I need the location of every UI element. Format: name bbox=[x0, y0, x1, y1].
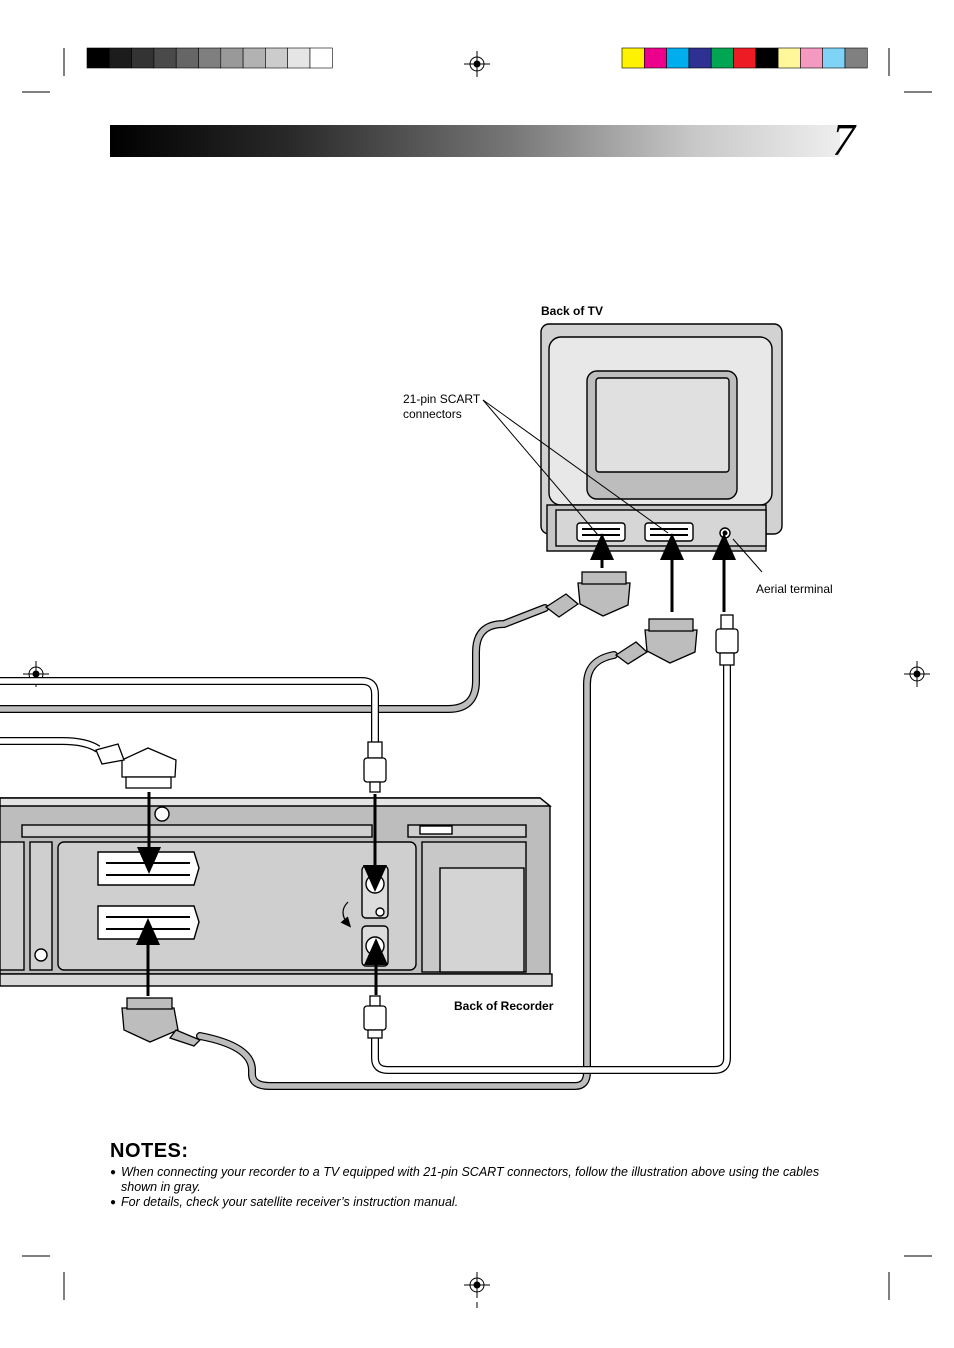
color-swatch bbox=[309, 47, 333, 69]
tv-back bbox=[540, 323, 783, 552]
note-item-2: ● For details, check your satellite recei… bbox=[110, 1195, 850, 1210]
scart-label-line2: connectors bbox=[403, 407, 462, 421]
bullet-icon: ● bbox=[110, 1167, 117, 1178]
tv-label: Back of TV bbox=[541, 304, 604, 318]
notes-list: ● When connecting your recorder to a TV e… bbox=[110, 1165, 850, 1210]
color-swatch bbox=[844, 47, 868, 69]
gray-scale-bar bbox=[86, 47, 333, 69]
note-item-1: ● When connecting your recorder to a TV e… bbox=[110, 1165, 850, 1195]
gray-cables bbox=[0, 604, 618, 1090]
notes-title: NOTES: bbox=[110, 1140, 189, 1162]
color-bar bbox=[621, 47, 868, 69]
aerial-terminal-label: Aerial terminal bbox=[756, 582, 833, 596]
white-cables bbox=[0, 664, 731, 1074]
crosshair bbox=[464, 51, 490, 77]
scart-plugs bbox=[95, 571, 698, 1047]
crosshair bbox=[904, 661, 930, 687]
label-pointer-lines bbox=[482, 399, 763, 573]
scart-label-line1: 21-pin SCART bbox=[403, 392, 481, 406]
note-text-1: When connecting your recorder to a TV eq… bbox=[121, 1165, 820, 1194]
aerial-plugs bbox=[363, 614, 739, 1039]
aerial-switch-arrow bbox=[340, 901, 352, 928]
connection-arrows bbox=[136, 533, 736, 996]
recorder-back bbox=[0, 797, 553, 987]
crosshair bbox=[464, 1272, 490, 1298]
registration-crosshairs bbox=[23, 51, 930, 1298]
page-number: 7 bbox=[832, 114, 855, 165]
note-text-2: For details, check your satellite receiv… bbox=[121, 1195, 459, 1209]
recorder-label: Back of Recorder bbox=[454, 999, 554, 1013]
bullet-icon: ● bbox=[110, 1197, 117, 1208]
header-gradient-band bbox=[110, 125, 840, 157]
